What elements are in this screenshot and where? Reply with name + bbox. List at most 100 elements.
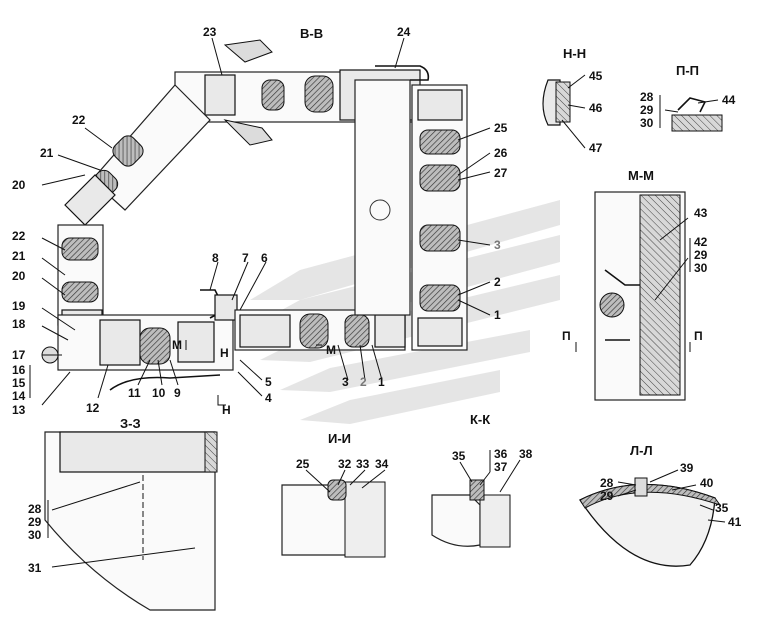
center-profile-2	[374, 314, 406, 348]
label-38: 38	[519, 447, 533, 461]
section-mm: М-М 43 42 29 30 П П	[562, 168, 708, 401]
center-seal-1	[299, 313, 329, 349]
bottom-seal-1	[139, 327, 171, 365]
label-29-pp: 29	[640, 103, 654, 117]
label-29-zz: 29	[28, 515, 42, 529]
ii-side	[344, 481, 386, 558]
label-40: 40	[700, 476, 714, 490]
label-27: 27	[494, 166, 508, 180]
cut-marker-p-right: П	[694, 329, 703, 343]
pp-cut-arrows	[575, 342, 691, 352]
left-seal-1	[61, 237, 99, 261]
top-profile	[204, 74, 236, 116]
right-seal-26	[419, 164, 461, 192]
zz-edge	[204, 431, 218, 473]
zz-body	[44, 431, 216, 611]
right-seal-3	[419, 224, 461, 252]
label-25-ii: 25	[296, 457, 310, 471]
center-seal-2	[344, 314, 370, 348]
section-zz: З-З 28 29 30 31	[28, 416, 218, 611]
top-seal-1	[261, 79, 285, 111]
mm-panel	[639, 194, 681, 396]
label-2-right: 2	[494, 275, 501, 289]
label-3: 3	[342, 375, 349, 389]
label-22-side: 22	[12, 229, 26, 243]
left-seal-2	[61, 281, 99, 303]
nn-body	[555, 81, 571, 123]
cut-marker-m-right: М	[326, 343, 336, 357]
label-22-top: 22	[72, 113, 86, 127]
bottom-profile-2	[177, 321, 215, 363]
clip-wings	[223, 39, 273, 146]
cut-marker-m-left: М	[172, 338, 182, 352]
label-5: 5	[265, 375, 272, 389]
label-36: 36	[494, 447, 508, 461]
label-28-zz: 28	[28, 502, 42, 516]
label-20-top: 20	[12, 178, 26, 192]
wire-11	[109, 374, 221, 391]
label-8: 8	[212, 251, 219, 265]
leader-lines	[29, 37, 491, 406]
pp-latch	[677, 97, 707, 113]
right-profile-top	[417, 89, 463, 121]
section-title-pp: П-П	[676, 63, 699, 78]
right-profile-bottom	[417, 317, 463, 347]
label-35-kk: 35	[452, 449, 466, 463]
label-29-mm: 29	[694, 248, 708, 262]
label-12: 12	[86, 401, 100, 415]
zz-top	[59, 431, 216, 473]
label-43: 43	[694, 206, 708, 220]
label-14: 14	[12, 389, 26, 403]
label-30-mm: 30	[694, 261, 708, 275]
label-16: 16	[12, 363, 26, 377]
label-42: 42	[694, 235, 708, 249]
label-26: 26	[494, 146, 508, 160]
section-nn: Н-Н 45 46 47	[542, 46, 603, 155]
label-21-top: 21	[40, 146, 54, 160]
label-20-side: 20	[12, 269, 26, 283]
label-21-side: 21	[12, 249, 26, 263]
label-30-zz: 30	[28, 528, 42, 542]
section-ii: И-И 25 32 33 34	[281, 431, 389, 558]
section-kk: К-К 35 36 37 38	[431, 412, 533, 548]
kk-post	[479, 494, 511, 548]
section-main: В-В	[12, 25, 508, 417]
section-pp: П-П 28 29 30 44	[640, 63, 736, 132]
label-7: 7	[242, 251, 249, 265]
diag-seal-1	[112, 135, 144, 167]
label-1-right: 1	[494, 308, 501, 322]
label-9: 9	[174, 386, 181, 400]
label-28-pp: 28	[640, 90, 654, 104]
top-seal-2	[304, 75, 334, 113]
cut-marker-h-top: Н	[220, 346, 229, 360]
cut-marker-h-bottom: Н	[222, 403, 231, 417]
bottom-profile	[99, 319, 141, 366]
label-44: 44	[722, 93, 736, 107]
label-23: 23	[203, 25, 217, 39]
section-title-kk: К-К	[470, 412, 490, 427]
kk-panel	[431, 494, 481, 547]
label-25: 25	[494, 121, 508, 135]
label-4: 4	[265, 391, 272, 405]
label-28-ll: 28	[600, 476, 614, 490]
right-seal-2	[419, 284, 461, 312]
label-2: 2	[360, 375, 367, 389]
section-title-main: В-В	[300, 26, 323, 41]
label-10: 10	[152, 386, 166, 400]
label-33: 33	[356, 457, 370, 471]
label-15: 15	[12, 376, 26, 390]
label-11: 11	[128, 386, 141, 400]
label-41: 41	[728, 515, 742, 529]
label-30-pp: 30	[640, 116, 654, 130]
block-7	[214, 294, 238, 321]
section-title-nn: Н-Н	[563, 46, 586, 61]
label-37: 37	[494, 460, 508, 474]
label-17: 17	[12, 348, 26, 362]
ll-seal-strip	[579, 484, 722, 509]
ii-seal	[327, 479, 347, 501]
section-title-ii: И-И	[328, 431, 351, 446]
label-31: 31	[28, 561, 42, 575]
diag-profile	[64, 174, 116, 226]
right-inner-column	[354, 79, 411, 316]
